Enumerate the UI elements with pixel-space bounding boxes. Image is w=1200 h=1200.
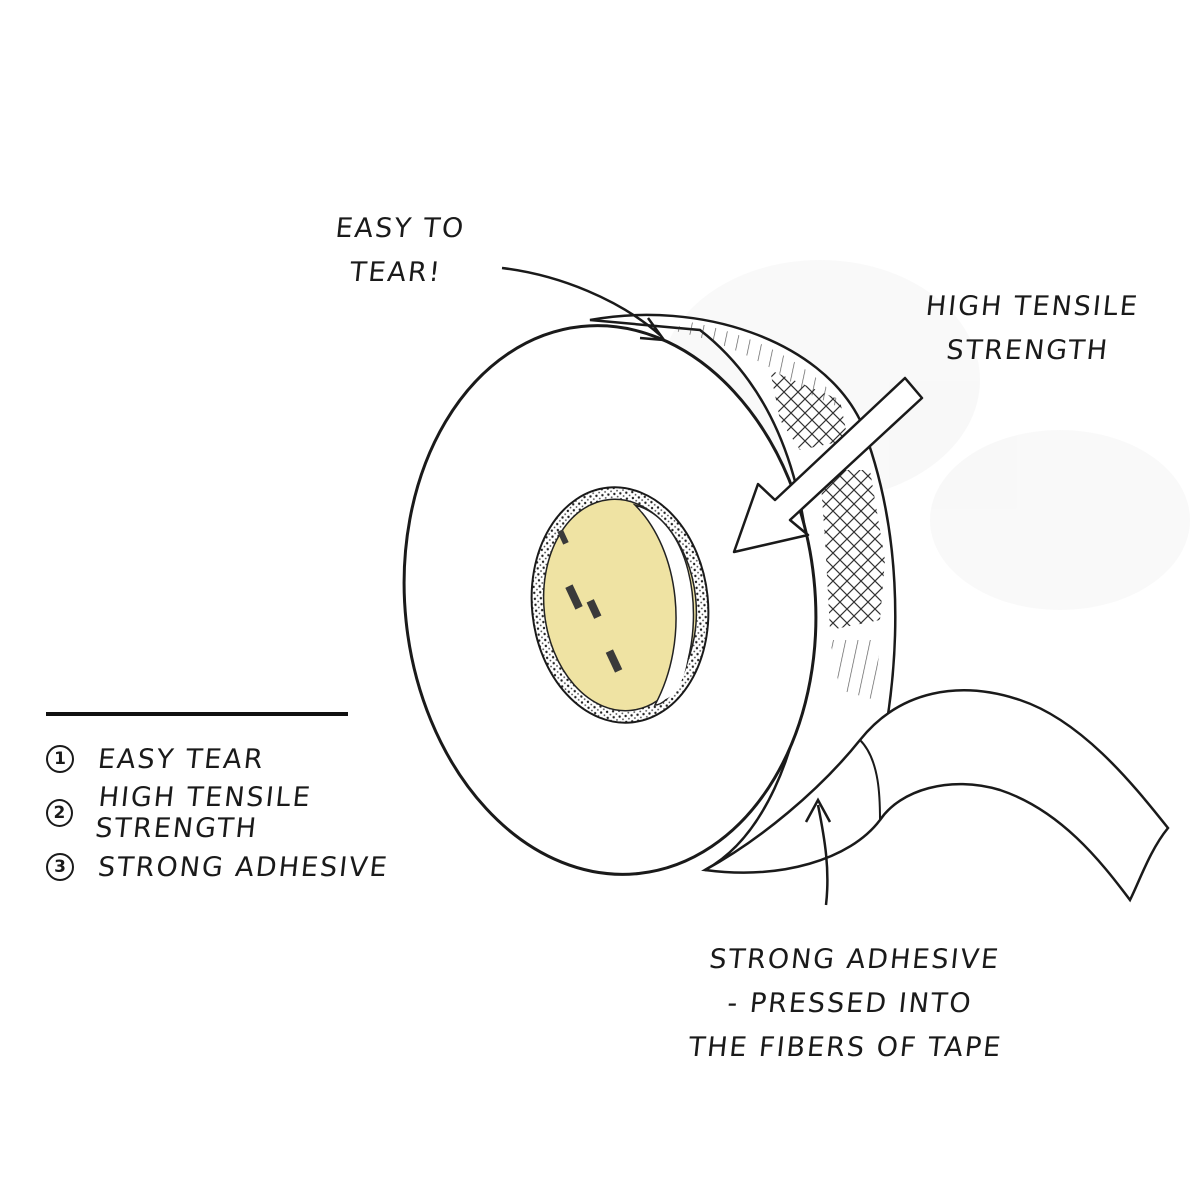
callout-easy-to-tear: EASY TO TEAR! [313, 207, 482, 295]
callout-line: TEAR! [348, 257, 444, 288]
callout-line: - PRESSED INTO [725, 988, 975, 1019]
legend-label: HIGH TENSILE STRENGTH [93, 782, 314, 844]
tear-arrow [501, 266, 661, 336]
callout-line: HIGH TENSILE [924, 291, 1141, 322]
callout-line: STRENGTH [944, 335, 1111, 366]
legend-label: EASY TEAR [96, 743, 267, 775]
tape-strip-fold [859, 739, 881, 821]
number-badge: 1 [46, 745, 74, 773]
legend-item-easy-tear: 1 EASY TEAR [46, 732, 466, 786]
feature-legend: 1 EASY TEAR 2 HIGH TENSILE STRENGTH 3 ST… [46, 712, 466, 894]
fiber-hatch-lower [830, 640, 880, 700]
adhesive-arrow-head [804, 797, 832, 823]
fiber-hatch-upper [770, 370, 848, 450]
number-badge: 3 [46, 853, 74, 881]
legend-item-strong-adhesive: 3 STRONG ADHESIVE [46, 840, 466, 894]
number-badge: 2 [46, 799, 73, 827]
core-print-marks [557, 529, 623, 673]
callout-line: EASY TO [333, 213, 467, 244]
legend-label: STRONG ADHESIVE [96, 851, 391, 883]
legend-item-high-tensile-strength: 2 HIGH TENSILE STRENGTH [46, 782, 466, 844]
adhesive-arrow [816, 804, 829, 906]
tensile-arrow [732, 376, 924, 554]
core-inner [542, 498, 698, 712]
callout-line: STRONG ADHESIVE [707, 944, 1002, 975]
tear-arrow-head [639, 317, 667, 342]
fiber-hatch-middle [820, 470, 885, 630]
callout-strong-adhesive: STRONG ADHESIVE - PRESSED INTO THE FIBER… [683, 938, 1017, 1070]
callout-high-tensile-strength: HIGH TENSILE STRENGTH [905, 285, 1154, 373]
core-hole-fill [640, 510, 690, 700]
legend-divider [46, 712, 348, 716]
callout-line: THE FIBERS OF TAPE [687, 1032, 1004, 1063]
